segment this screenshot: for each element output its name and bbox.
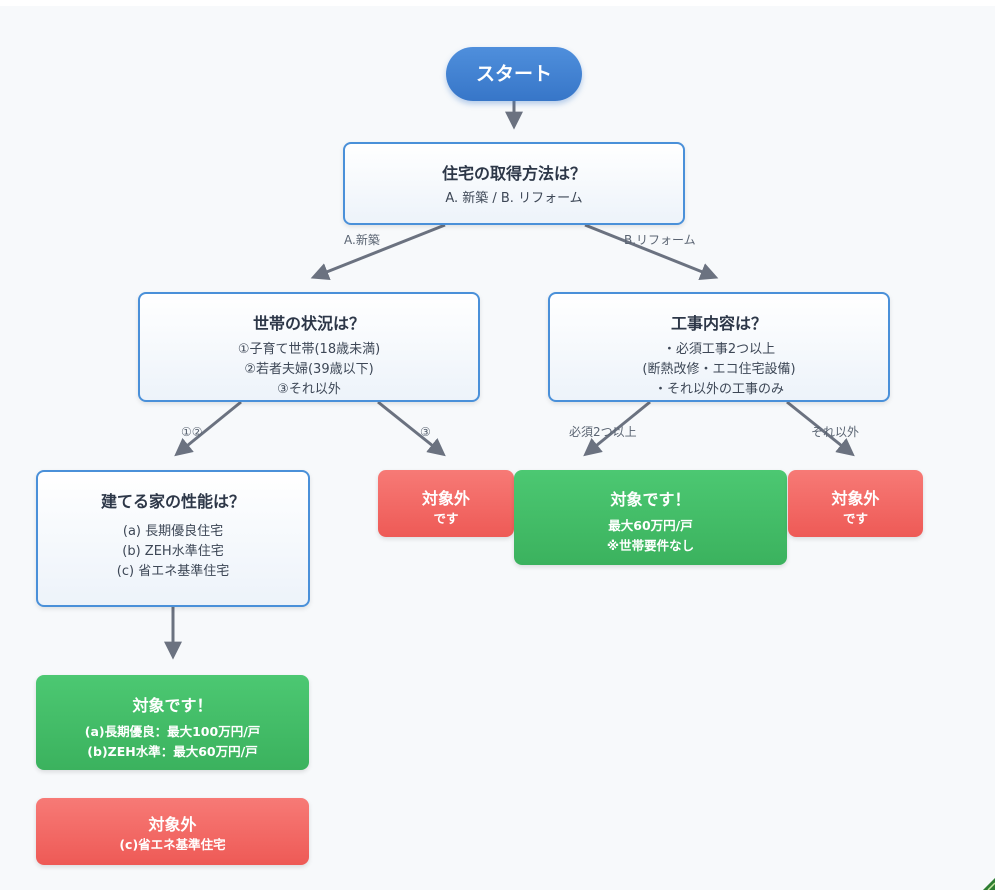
result-title: 対象外 <box>421 489 470 508</box>
edge-label-required-2plus: 必須2つ以上 <box>569 425 637 439</box>
result-eligible-reform: 対象です！ 最大60万円/戸 ※世帯要件なし <box>514 470 787 565</box>
result-eligible-newbuild: 対象です！ (a)長期優良：最大100万円/戸 (b)ZEH水準：最大60万円/… <box>36 675 309 770</box>
result-detail: ※世帯要件なし <box>606 538 695 553</box>
result-title: 対象外 <box>148 815 197 834</box>
question-household-status: 世帯の状況は？ ①子育て世帯(18歳未満) ②若者夫婦(39歳以下) ③それ以外 <box>138 292 480 402</box>
edge-label-household-3: ③ <box>420 425 431 439</box>
start-node: スタート <box>446 47 582 101</box>
arrow-q2-to-ng1 <box>377 400 446 457</box>
question-title: 建てる家の性能は？ <box>100 492 245 511</box>
question-option: A. 新築 / B. リフォーム <box>445 191 583 206</box>
edge-label-reform: B.リフォーム <box>624 233 696 247</box>
result-not-eligible-reform: 対象外 です <box>788 470 923 537</box>
result-detail: (b)ZEH水準：最大60万円/戸 <box>87 744 258 759</box>
result-detail: です <box>842 511 868 526</box>
result-not-eligible-household: 対象外 です <box>378 470 514 537</box>
question-title: 世帯の状況は？ <box>252 314 365 333</box>
question-option: ①子育て世帯(18歳未満) <box>237 342 381 357</box>
question-option: (c) 省エネ基準住宅 <box>116 564 230 579</box>
result-title: 対象です！ <box>610 490 691 509</box>
result-title: 対象外 <box>831 489 880 508</box>
question-title: 工事内容は？ <box>670 314 767 333</box>
edge-label-newbuild: A.新築 <box>344 232 380 247</box>
edge-label-household-12: ①② <box>181 425 203 439</box>
result-title: 対象です！ <box>132 696 213 715</box>
question-option: ・必須工事2つ以上 <box>662 342 776 357</box>
result-detail: 最大60万円/戸 <box>608 518 693 533</box>
edge-label-other: それ以外 <box>811 425 859 439</box>
question-house-performance: 建てる家の性能は？ (a) 長期優良住宅 (b) ZEH水準住宅 (c) 省エネ… <box>36 470 310 607</box>
question-acquisition-method: 住宅の取得方法は？ A. 新築 / B. リフォーム <box>343 142 685 225</box>
result-not-eligible-newbuild: 対象外 (c)省エネ基準住宅 <box>36 798 309 865</box>
result-detail: です <box>433 511 459 526</box>
arrow-q2-to-q4 <box>174 400 242 457</box>
question-option: (b) ZEH水準住宅 <box>122 544 224 559</box>
question-option: ②若者夫婦(39歳以下) <box>244 362 374 377</box>
result-detail: (a)長期優良：最大100万円/戸 <box>84 724 261 739</box>
arrow-q1-to-q3 <box>584 223 719 281</box>
question-construction-content: 工事内容は？ ・必須工事2つ以上 (断熱改修・エコ住宅設備) ・それ以外の工事の… <box>548 292 890 402</box>
arrow-q3-to-ok1 <box>583 400 651 457</box>
result-detail: (c)省エネ基準住宅 <box>119 837 226 852</box>
arrow-q1-to-q2 <box>310 223 446 281</box>
question-option: (断熱改修・エコ住宅設備) <box>642 362 796 377</box>
question-option: ・それ以外の工事のみ <box>653 382 784 397</box>
resize-grip-icon[interactable] <box>981 876 995 890</box>
question-option: (a) 長期優良住宅 <box>122 524 224 539</box>
start-label: スタート <box>475 63 552 85</box>
question-option: ③それ以外 <box>277 382 341 397</box>
question-title: 住宅の取得方法は？ <box>441 164 586 183</box>
arrow-q3-to-ng2 <box>786 400 855 457</box>
